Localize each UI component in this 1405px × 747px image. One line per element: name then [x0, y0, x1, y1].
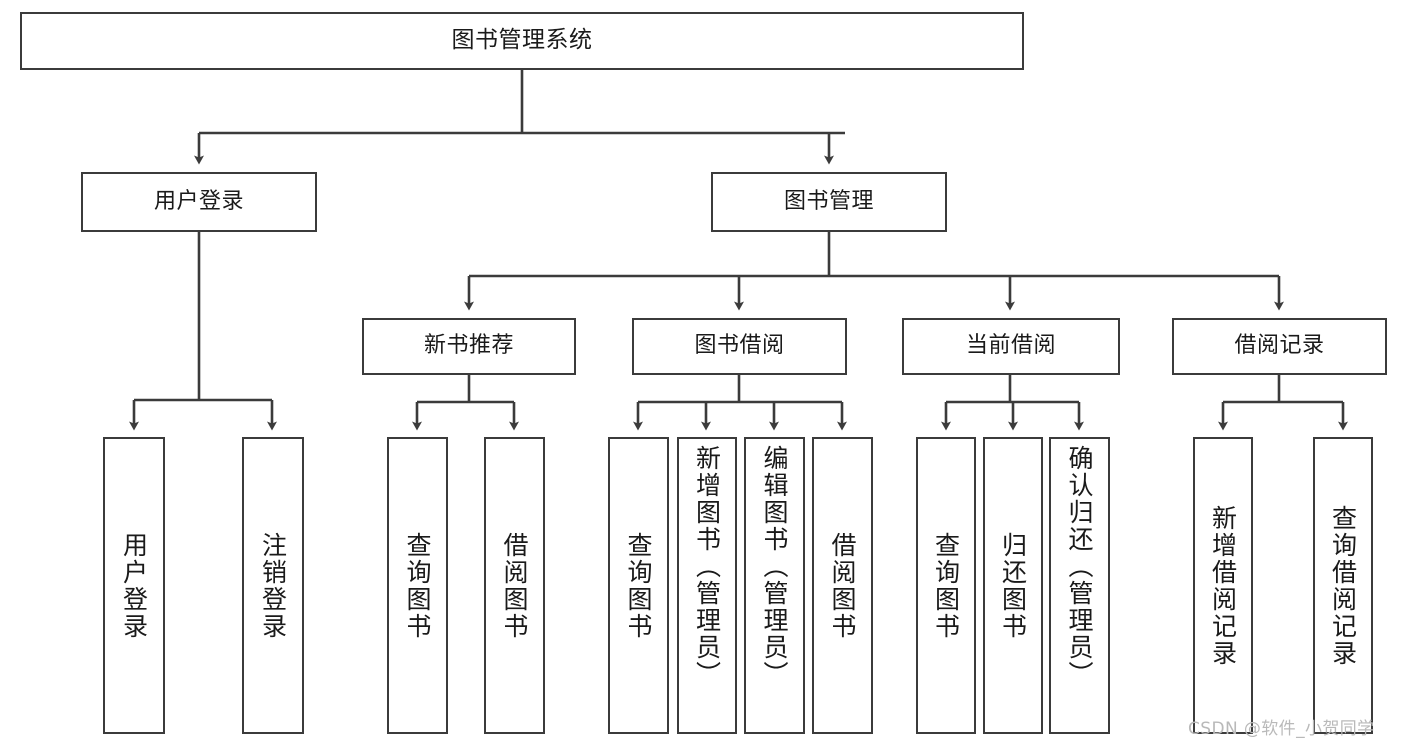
node-label: 借阅记录: [1234, 333, 1325, 359]
node-label: 查询图书: [624, 531, 653, 640]
node-book-management[interactable]: 图书管理: [711, 172, 947, 232]
node-book-borrowing[interactable]: 图书借阅: [632, 318, 847, 375]
leaf-confirm-return-admin[interactable]: 确认归还（管理员）: [1049, 437, 1110, 734]
node-label: 新增借阅记录: [1208, 504, 1238, 667]
leaf-query-books-current[interactable]: 查询图书: [916, 437, 976, 734]
node-label: 借阅图书: [828, 531, 857, 640]
node-label: 注销登录: [258, 531, 288, 640]
node-label: 归还图书: [998, 531, 1028, 640]
node-label: 图书管理: [783, 188, 874, 214]
leaf-query-books-new-book[interactable]: 查询图书: [387, 437, 448, 734]
node-user-login[interactable]: 用户登录: [81, 172, 317, 232]
node-label: 新增图书（管理员）: [692, 445, 722, 688]
node-current-borrowing[interactable]: 当前借阅: [902, 318, 1120, 375]
leaf-borrow-books-new-book[interactable]: 借阅图书: [484, 437, 545, 734]
leaf-return-books[interactable]: 归还图书: [983, 437, 1043, 734]
node-label: 图书管理系统: [451, 27, 593, 54]
node-label: 查询借阅记录: [1328, 504, 1358, 667]
leaf-logout[interactable]: 注销登录: [242, 437, 304, 734]
node-label: 当前借阅: [965, 333, 1056, 359]
node-label: 用户登录: [153, 188, 244, 214]
node-root-book-management-system[interactable]: 图书管理系统: [20, 12, 1024, 70]
node-new-book-recommendation[interactable]: 新书推荐: [362, 318, 576, 375]
node-label: 确认归还（管理员）: [1065, 445, 1094, 688]
leaf-query-borrowing-record[interactable]: 查询借阅记录: [1313, 437, 1373, 734]
node-label: 用户登录: [119, 531, 149, 640]
leaf-edit-book-admin[interactable]: 编辑图书（管理员）: [744, 437, 805, 734]
leaf-borrow-books-borrowing[interactable]: 借阅图书: [812, 437, 873, 734]
node-label: 图书借阅: [694, 333, 785, 359]
node-borrowing-records[interactable]: 借阅记录: [1172, 318, 1387, 375]
leaf-user-login[interactable]: 用户登录: [103, 437, 165, 734]
leaf-add-book-admin[interactable]: 新增图书（管理员）: [677, 437, 737, 734]
node-label: 借阅图书: [500, 531, 529, 640]
node-label: 新书推荐: [423, 333, 514, 359]
node-label: 查询图书: [403, 531, 432, 640]
node-label: 编辑图书（管理员）: [760, 445, 789, 688]
leaf-add-borrowing-record[interactable]: 新增借阅记录: [1193, 437, 1253, 734]
node-label: 查询图书: [931, 531, 961, 640]
leaf-query-books-borrowing[interactable]: 查询图书: [608, 437, 669, 734]
